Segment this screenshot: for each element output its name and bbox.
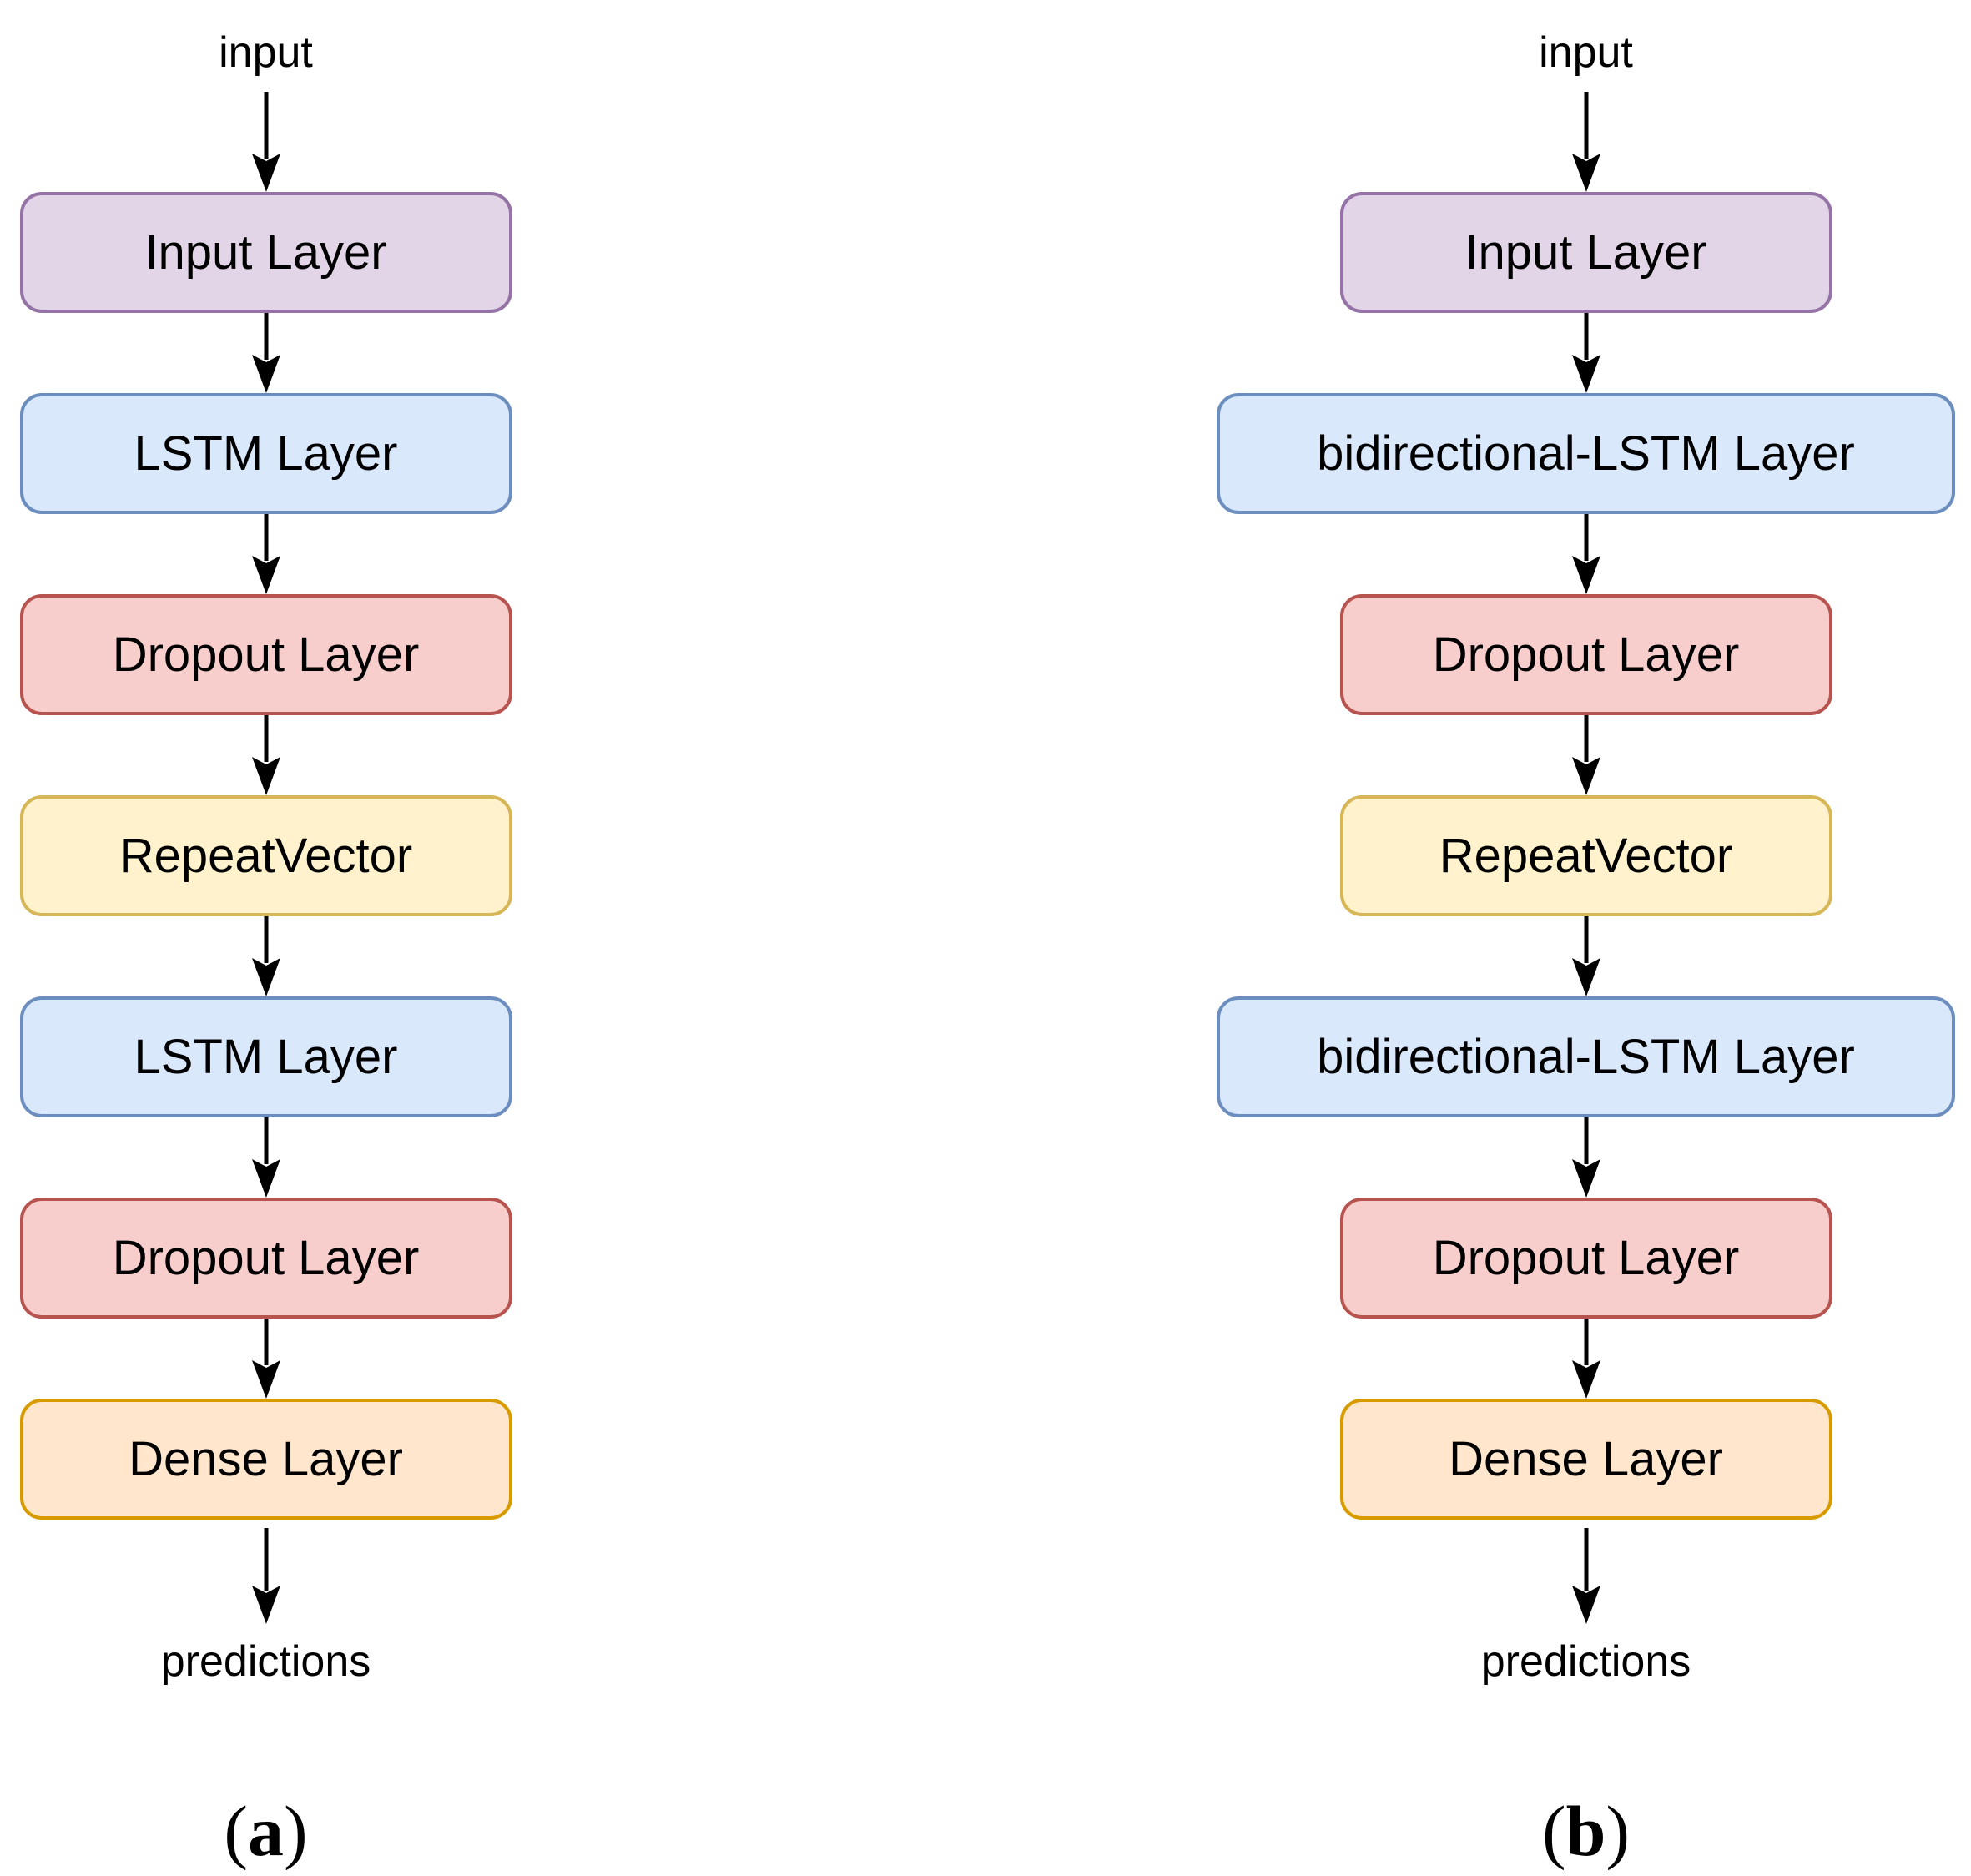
caption-close-paren: ) bbox=[284, 1791, 308, 1871]
diagram-panel-b: input Input Layer bidirectional-LSTM Laye… bbox=[1217, 0, 1955, 1868]
layer-node-dropout-layer: Dropout Layer bbox=[1339, 594, 1832, 715]
input-label: input bbox=[219, 28, 313, 77]
panel-caption-a: (a) bbox=[224, 1794, 307, 1868]
layer-node-dense-layer: Dense Layer bbox=[1339, 1399, 1832, 1520]
arrow-down-icon bbox=[1571, 1319, 1600, 1399]
arrow-down-icon bbox=[251, 313, 280, 393]
arrow-down-icon bbox=[251, 916, 280, 996]
layer-node-dense-layer: Dense Layer bbox=[19, 1399, 512, 1520]
predictions-label: predictions bbox=[1480, 1637, 1691, 1686]
layer-node-repeatvector: RepeatVector bbox=[19, 795, 512, 916]
arrow-down-icon bbox=[251, 1319, 280, 1399]
layer-node-dropout-layer: Dropout Layer bbox=[19, 594, 512, 715]
layer-node-input-layer: Input Layer bbox=[1339, 192, 1832, 313]
caption-letter: a bbox=[248, 1791, 284, 1871]
arrow-down-icon bbox=[251, 514, 280, 594]
caption-close-paren: ) bbox=[1606, 1791, 1631, 1871]
layer-node-bidirectional-lstm-layer: bidirectional-LSTM Layer bbox=[1217, 393, 1955, 514]
caption-open-paren: ( bbox=[224, 1791, 248, 1871]
arrow-down-icon bbox=[1571, 1117, 1600, 1198]
arrow-down-icon bbox=[1571, 1528, 1600, 1624]
arrow-down-icon bbox=[1571, 313, 1600, 393]
layer-node-dropout-layer: Dropout Layer bbox=[1339, 1198, 1832, 1319]
layer-node-lstm-layer: LSTM Layer bbox=[19, 996, 512, 1117]
input-label: input bbox=[1539, 28, 1633, 77]
arrow-down-icon bbox=[1571, 514, 1600, 594]
predictions-label: predictions bbox=[160, 1637, 371, 1686]
caption-letter: b bbox=[1565, 1791, 1606, 1871]
layer-node-repeatvector: RepeatVector bbox=[1339, 795, 1832, 916]
layer-node-dropout-layer: Dropout Layer bbox=[19, 1198, 512, 1319]
arrow-down-icon bbox=[251, 715, 280, 795]
arrow-down-icon bbox=[251, 92, 280, 192]
arrow-down-icon bbox=[1571, 715, 1600, 795]
arrow-down-icon bbox=[1571, 92, 1600, 192]
arrow-down-icon bbox=[1571, 916, 1600, 996]
layer-node-bidirectional-lstm-layer: bidirectional-LSTM Layer bbox=[1217, 996, 1955, 1117]
layer-node-input-layer: Input Layer bbox=[19, 192, 512, 313]
arrow-down-icon bbox=[251, 1117, 280, 1198]
panel-caption-b: (b) bbox=[1542, 1794, 1630, 1868]
arrow-down-icon bbox=[251, 1528, 280, 1624]
caption-open-paren: ( bbox=[1541, 1791, 1566, 1871]
layer-node-lstm-layer: LSTM Layer bbox=[19, 393, 512, 514]
